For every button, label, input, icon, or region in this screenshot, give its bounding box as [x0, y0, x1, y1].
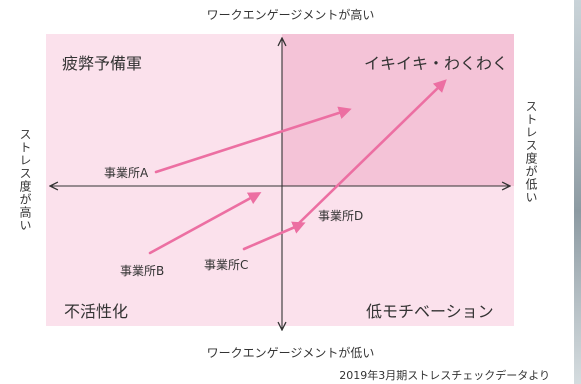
quadrant-inactive [46, 186, 282, 326]
photo-edge [574, 0, 581, 384]
axis-label-right: ストレス度が低い [524, 100, 538, 204]
office-b-arrow [148, 192, 262, 255]
office-label-a: 事業所A [104, 166, 149, 180]
quadrant-label-bottom-left: 不活性化 [64, 302, 129, 321]
source-footnote: 2019年3月期ストレスチェックデータより [339, 369, 550, 382]
office-label-d: 事業所D [318, 209, 364, 223]
quadrant-tired-reserve [46, 34, 282, 186]
office-label-c: 事業所C [204, 258, 249, 272]
office-a-arrow [154, 106, 352, 174]
quadrant-low-motivation [282, 186, 514, 326]
axis-label-top: ワークエンゲージメントが高い [206, 8, 375, 22]
office-label-b: 事業所B [120, 264, 165, 278]
quadrant-label-top-left: 疲弊予備軍 [62, 54, 143, 73]
office-c-arrow [242, 221, 306, 251]
quadrant-label-top-right: イキイキ・わくわく [364, 54, 509, 73]
quadrant-lively [282, 34, 514, 186]
office-d-arrow [294, 79, 447, 228]
axis-label-left: ストレス度が高い [18, 128, 32, 232]
axis-label-bottom: ワークエンゲージメントが低い [206, 346, 375, 360]
quadrant-label-bottom-right: 低モチベーション [366, 302, 494, 321]
